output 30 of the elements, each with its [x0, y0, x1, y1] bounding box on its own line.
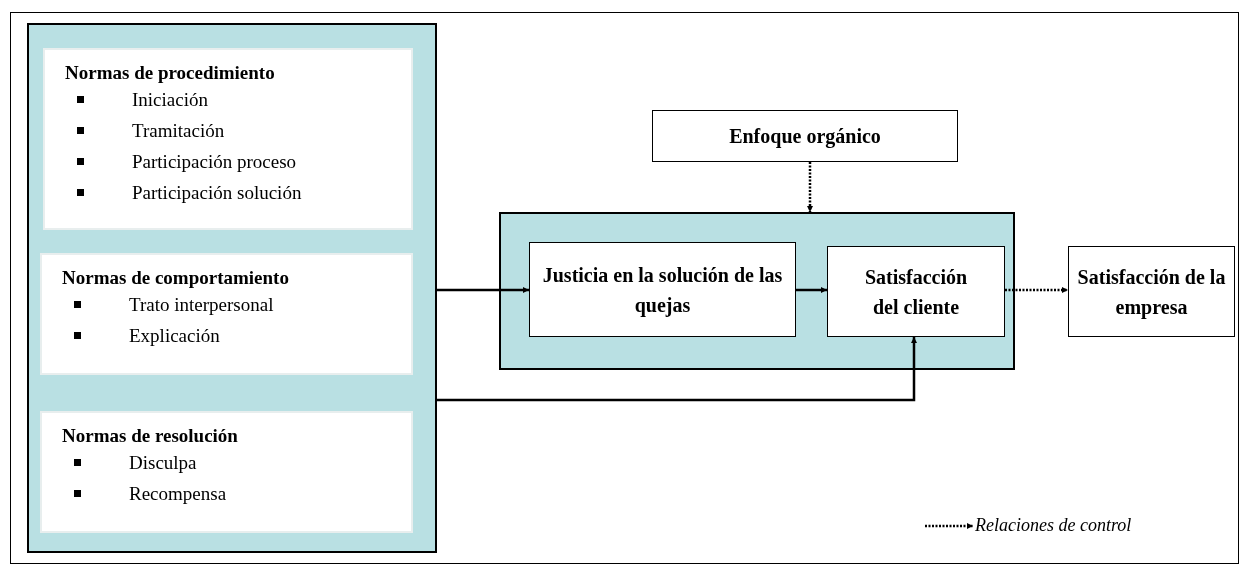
list-item: Explicación	[129, 324, 220, 348]
arrow	[807, 162, 813, 212]
box-label: Satisfacción del cliente	[863, 264, 969, 320]
list-item: Iniciación	[132, 88, 208, 112]
arrow	[1005, 287, 1068, 293]
box-label: Justicia en la solución de las quejas	[542, 262, 783, 319]
list-item: Disculpa	[129, 451, 197, 475]
arrow	[796, 287, 827, 293]
legend-label: Relaciones de control	[975, 515, 1132, 536]
list-box	[40, 411, 413, 533]
list-item: Participación solución	[132, 181, 302, 205]
arrow	[437, 287, 529, 293]
concept-box	[652, 110, 958, 162]
concept-box	[1068, 246, 1235, 337]
concept-box	[827, 246, 1005, 337]
list-box	[40, 253, 413, 375]
list-box	[43, 48, 413, 230]
list-heading: Normas de resolución	[62, 425, 238, 447]
arrow	[437, 337, 917, 402]
list-heading: Normas de comportamiento	[62, 267, 289, 289]
group-panel	[27, 23, 437, 553]
concept-box	[529, 242, 796, 337]
group-panel	[499, 212, 1015, 370]
list-item: Trato interpersonal	[129, 293, 274, 317]
list-item: Tramitación	[132, 119, 225, 143]
box-label: Satisfacción de la empresa	[1076, 264, 1227, 321]
list-item: Participación proceso	[132, 150, 297, 174]
box-label: Enfoque orgánico	[729, 124, 881, 150]
list-item: Recompensa	[129, 482, 227, 506]
list-heading: Normas de procedimiento	[65, 62, 275, 84]
